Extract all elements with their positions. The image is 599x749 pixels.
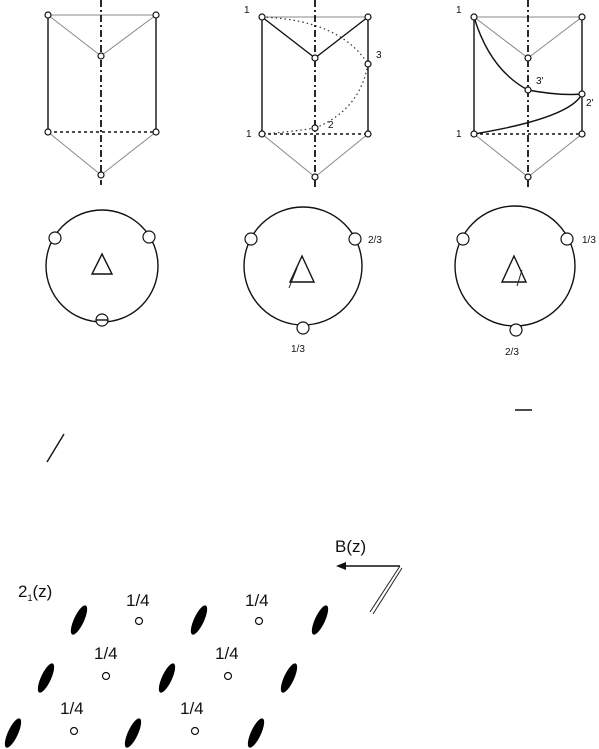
prism-2-label-2: 2 (328, 120, 334, 131)
height-label-r3b: 1/4 (180, 699, 204, 718)
height-label-r3a: 1/4 (60, 699, 84, 718)
operator-label: 21(z) (18, 582, 52, 603)
prism-2-label-bottom: 1 (246, 129, 252, 140)
prism-2: 1 1 2 3 (244, 0, 382, 187)
projection-3: 1/3 2/3 (454, 205, 596, 358)
prism-3-label-top: 1 (456, 5, 462, 16)
projection-3-label-bottom: 2/3 (505, 347, 519, 358)
height-label-r1b: 1/4 (245, 591, 269, 610)
operator-number: 2 (18, 582, 27, 601)
pattern-grid: 1/4 1/4 1/4 1/4 1/4 1/4 (4, 591, 329, 748)
projection-1 (45, 209, 159, 327)
operator-subscript: 1 (27, 593, 32, 603)
stray-slash (46, 433, 65, 463)
prism-3: 1 1 2' 3' (456, 0, 594, 187)
prism-3-label-3p: 3' (536, 76, 544, 87)
prism-1 (44, 0, 160, 185)
projection-2-label-bottom: 1/3 (291, 344, 305, 355)
svg-text:21(z): 21(z) (18, 582, 52, 603)
glide-symbol: B(z) (335, 537, 403, 615)
height-label-r1a: 1/4 (126, 591, 150, 610)
projection-2: 2/3 1/3 (243, 206, 382, 355)
prism-3-label-2p: 2' (586, 98, 594, 109)
height-label-r2b: 1/4 (215, 644, 239, 663)
prism-3-label-bottom: 1 (456, 129, 462, 140)
projection-2-label-right: 2/3 (368, 235, 382, 246)
glide-label: B(z) (335, 537, 366, 556)
height-label-r2a: 1/4 (94, 644, 118, 663)
prism-2-label-3: 3 (376, 50, 382, 61)
operator-axis: (z) (32, 582, 52, 601)
projection-3-label-right: 1/3 (582, 235, 596, 246)
prism-2-label-top: 1 (244, 5, 250, 16)
